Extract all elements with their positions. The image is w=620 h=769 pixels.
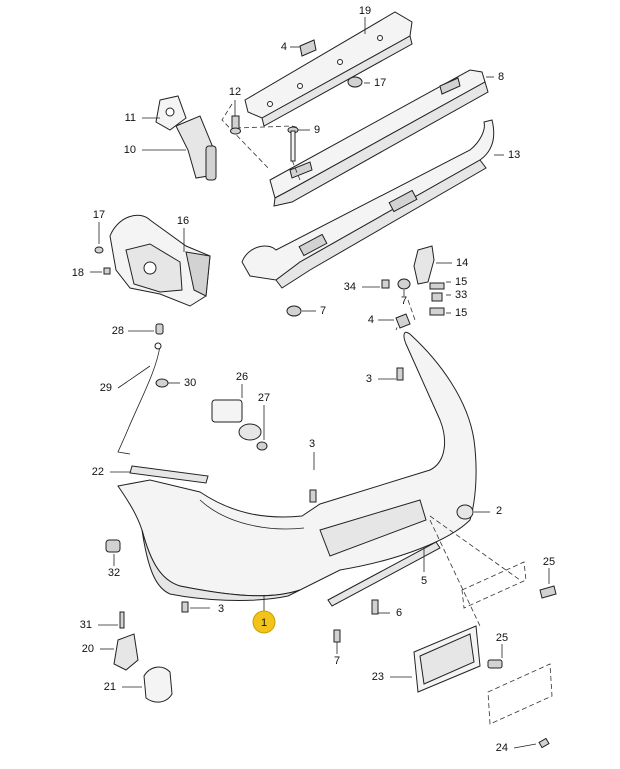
bolt-part	[333, 599, 379, 643]
callout-label: 34	[344, 281, 356, 293]
callout-label: 4	[281, 41, 287, 53]
callout-label: 20	[82, 643, 94, 655]
push-clip-part	[105, 539, 121, 553]
callout-label: 15	[455, 307, 467, 319]
callout-label: 17	[374, 77, 386, 89]
callout-label: 27	[258, 392, 270, 404]
license-plate-part	[413, 625, 553, 749]
callout-label: 30	[184, 377, 196, 389]
callout-label: 28	[112, 325, 124, 337]
screw-part	[230, 115, 241, 135]
bracket-cluster-part	[381, 245, 445, 329]
callout-label: 13	[508, 149, 520, 161]
callout-label: 19	[359, 5, 371, 17]
callout-label: 21	[104, 681, 116, 693]
highlighted-callout-marker	[252, 610, 276, 634]
callout-leader-line	[513, 743, 537, 749]
callout-label: 3	[218, 603, 224, 615]
reinforcement-beam-part	[269, 69, 489, 207]
bolt-part	[287, 126, 299, 162]
callout-label: 15	[455, 276, 467, 288]
clip-part	[94, 246, 111, 275]
bumper-cover-part	[117, 331, 477, 613]
callout-label: 4	[368, 314, 374, 326]
bracket-rail-part	[244, 11, 413, 127]
callout-label: 31	[80, 619, 92, 631]
callout-label: 16	[177, 215, 189, 227]
callout-label: 32	[108, 567, 120, 579]
callout-label: 26	[236, 371, 248, 383]
cap-part	[456, 504, 474, 520]
side-bracket-part	[155, 95, 217, 181]
callout-label: 9	[314, 124, 320, 136]
callout-label: 11	[125, 112, 136, 124]
screw-part	[396, 367, 404, 381]
callout-label: 23	[372, 671, 384, 683]
callout-label: 29	[100, 382, 112, 394]
callout-leader-line	[117, 365, 151, 389]
reflector-part	[113, 611, 173, 703]
callout-label: 25	[496, 632, 508, 644]
callout-label: 7	[401, 295, 407, 307]
callout-label: 10	[124, 144, 136, 156]
callout-label: 14	[456, 257, 468, 269]
callout-label: 18	[72, 267, 84, 279]
callout-label: 17	[93, 209, 105, 221]
callout-label: 3	[309, 438, 315, 450]
trim-strip-part	[129, 465, 209, 484]
callout-layer: 1233344567778910111213141515161717181920…	[72, 5, 555, 754]
callout-label: 2	[496, 505, 502, 517]
upper-trim-part	[241, 119, 495, 289]
screw-part	[286, 305, 302, 317]
parking-sensor-group	[117, 323, 268, 455]
callout-label: 7	[320, 305, 326, 317]
callout-label: 6	[396, 607, 402, 619]
callout-label: 33	[455, 289, 467, 301]
callout-label: 22	[92, 466, 104, 478]
callout-label: 12	[229, 86, 241, 98]
callout-label: 7	[334, 655, 340, 667]
lower-strip-part	[327, 541, 441, 607]
callout-label: 24	[496, 742, 508, 754]
left-bracket-part	[109, 214, 211, 307]
callout-label: 5	[421, 575, 427, 587]
highlighted-callout-label: 1	[261, 617, 267, 629]
callout-label: 3	[366, 373, 372, 385]
callout-label: 25	[543, 556, 555, 568]
callout-label: 8	[498, 71, 504, 83]
license-plate-bracket-part	[461, 561, 557, 609]
